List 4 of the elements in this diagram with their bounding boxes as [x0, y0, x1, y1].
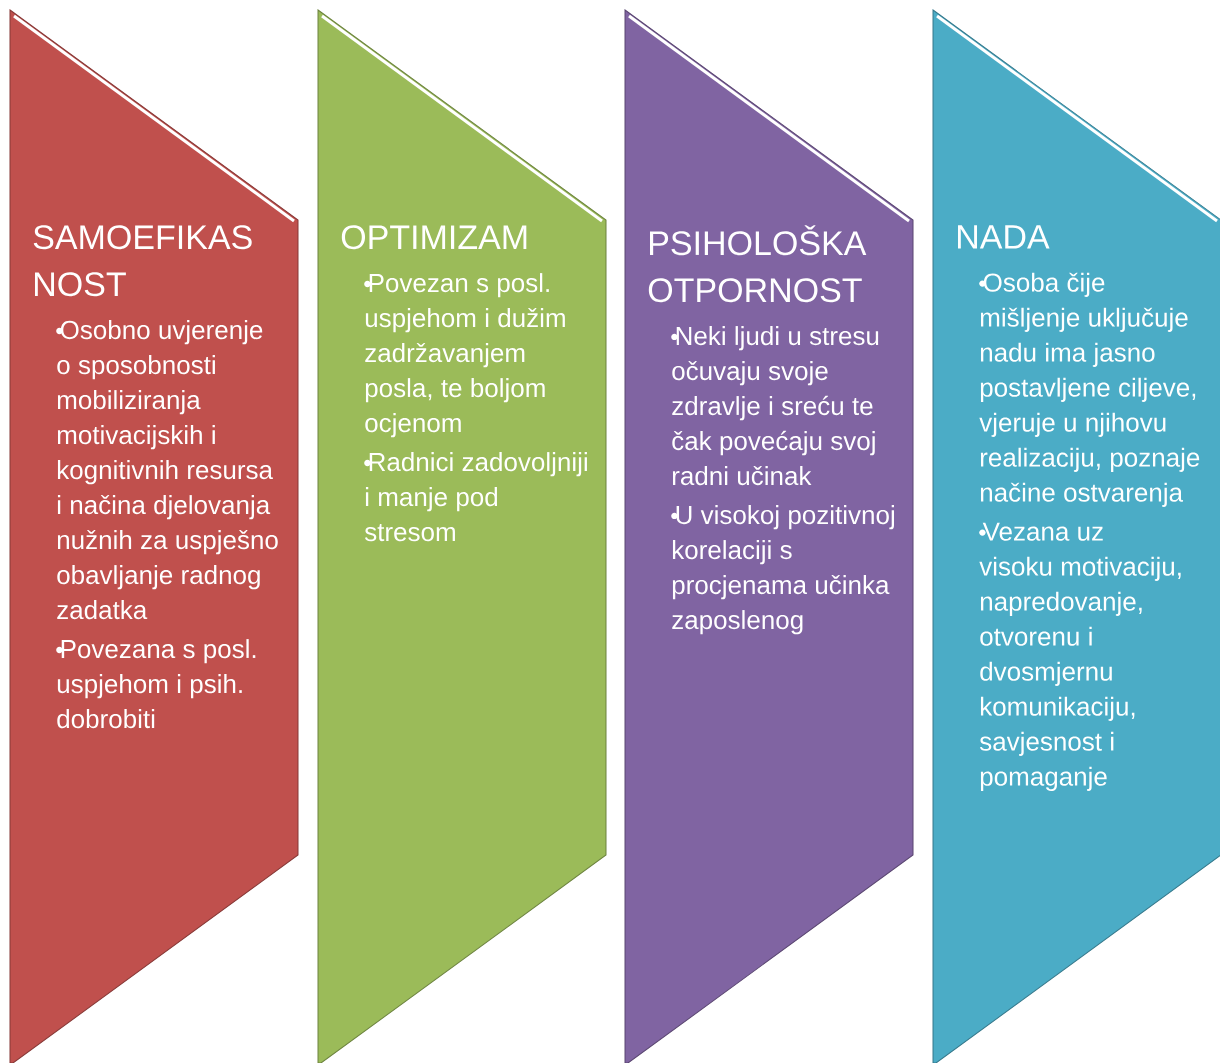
chevron-panel: SAMOEFIKAS NOST Osobno uvjerenje o sposobnosti mobiliziranja motivacijskih i kognitivnih resursa i načina djelovanja nužnih za uspješno obavljanje radnog zadatka Povezana s posl. uspjehom i psih. dobrobiti	[9, 9, 299, 1063]
chevron-panel: OPTIMIZAM Povezan s posl. uspjehom i dužim zadržavanjem posla, te boljom ocjenom Radnici zadovoljniji i manje pod stresom	[317, 9, 607, 1063]
chevron-panel: NADA Osoba čije mišljenje uključuje nadu ima jasno postavljene ciljeve, vjeruje u njihovu realizaciju, poznaje načine ostvarenja Vezana uz visoku motivaciju, napredovanje, otvorenu i dvosmjernu komunikaciju, savjesnost i pomaganje	[932, 9, 1220, 1063]
chevron-panel: PSIHOLOŠKA OTPORNOST Neki ljudi u stresu očuvaju svoje zdravlje i sreću te čak povećaju svoj radni učinak U visokoj pozitivnoj korelaciji s procjenama učinka zaposlenog	[624, 9, 914, 1063]
